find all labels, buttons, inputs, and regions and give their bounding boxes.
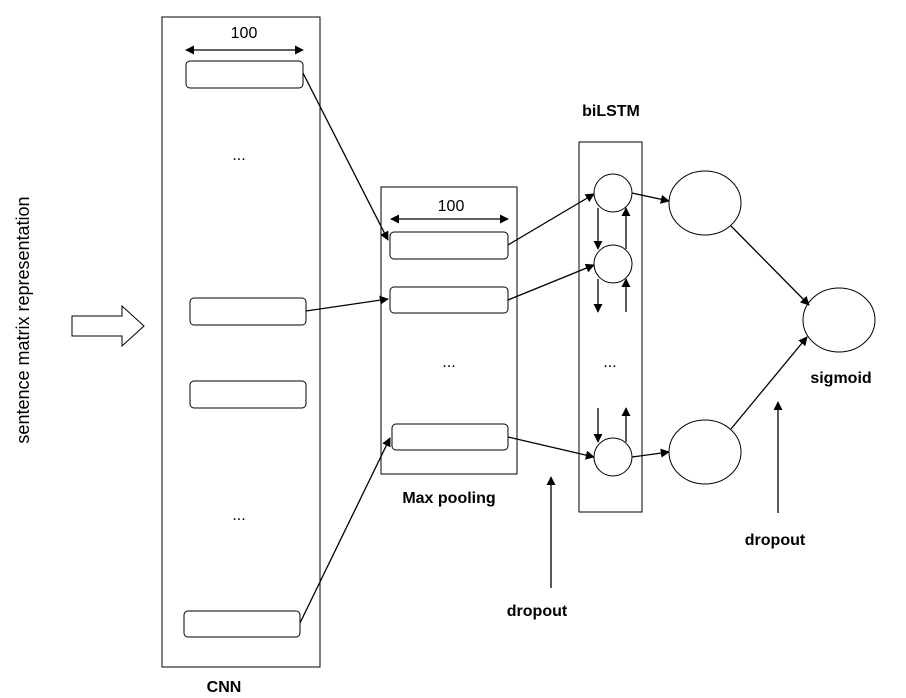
connection-arrow xyxy=(302,72,389,241)
dropout-label-1: dropout xyxy=(507,603,568,620)
lstm-cell xyxy=(593,173,633,213)
sigmoid-node xyxy=(802,287,876,353)
cnn-width-label: 100 xyxy=(231,25,258,42)
maxpool-feature xyxy=(389,286,509,314)
maxpool-width-label: 100 xyxy=(438,198,465,215)
maxpool-label: Max pooling xyxy=(402,490,495,507)
input-label: sentence matrix representation xyxy=(13,196,33,443)
connection-arrow xyxy=(631,448,670,458)
cnn-feature-map xyxy=(189,297,307,326)
cnn-label: CNN xyxy=(207,679,242,696)
sigmoid-label: sigmoid xyxy=(810,370,871,387)
cnn-ellipsis-top: ... xyxy=(232,147,245,164)
connection-arrow xyxy=(299,437,391,624)
connection-arrow xyxy=(507,193,595,246)
cnn-feature-map xyxy=(185,60,304,89)
cnn-feature-map xyxy=(183,610,301,638)
bilstm-label: biLSTM xyxy=(582,103,640,120)
connection-arrow xyxy=(507,436,595,460)
input-arrow-icon xyxy=(71,304,145,348)
lstm-cell xyxy=(593,244,633,284)
connection-arrow xyxy=(305,295,389,312)
dense-node xyxy=(668,170,742,236)
lstm-cell xyxy=(593,437,633,477)
dense-node xyxy=(668,419,742,485)
connection-arrow xyxy=(631,192,670,204)
maxpool-feature xyxy=(389,231,509,260)
cnn-feature-map xyxy=(189,380,307,409)
cnn-ellipsis-bottom: ... xyxy=(232,507,245,524)
dropout-label-2: dropout xyxy=(745,532,806,549)
maxpool-ellipsis: ... xyxy=(442,354,455,371)
connection-arrow xyxy=(730,225,810,306)
connection-arrow xyxy=(730,336,808,430)
maxpool-feature xyxy=(391,423,509,451)
connection-arrow xyxy=(507,263,595,301)
bilstm-ellipsis: ... xyxy=(603,354,616,371)
cnn-block xyxy=(161,16,321,668)
